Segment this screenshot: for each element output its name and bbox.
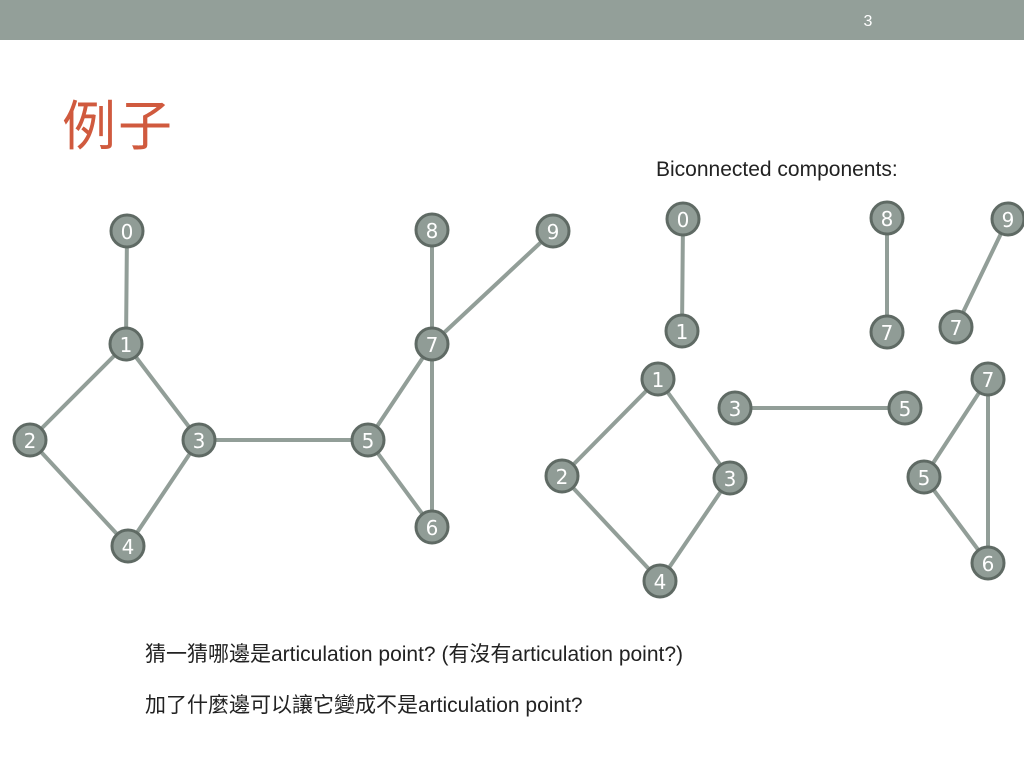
original-node-0: 0 xyxy=(109,213,145,249)
original-node-circle-3 xyxy=(181,422,217,458)
component-1-node-label-1: 1 xyxy=(676,320,689,344)
original-node-circle-9 xyxy=(535,213,571,249)
component-4-node-label-2: 2 xyxy=(556,465,569,489)
component-6-node-circle-7 xyxy=(970,361,1006,397)
original-node-circle-8 xyxy=(414,212,450,248)
question-2: 加了什麼邊可以讓它變成不是articulation point? xyxy=(145,694,583,717)
original-node-5: 5 xyxy=(350,422,386,458)
component-2-node-8: 8 xyxy=(869,200,905,236)
component-5-node-label-3: 3 xyxy=(729,397,742,421)
component-4-node-circle-2 xyxy=(544,458,580,494)
component-3-node-7: 7 xyxy=(938,309,974,345)
component-5-node-3: 3 xyxy=(717,390,753,426)
component-5-node-5: 5 xyxy=(887,390,923,426)
component-4-node-3: 3 xyxy=(712,460,748,496)
original-node-4: 4 xyxy=(110,528,146,564)
original-node-7: 7 xyxy=(414,326,450,362)
component-4-node-2: 2 xyxy=(544,458,580,494)
original-edge-5-6 xyxy=(366,438,434,529)
original-node-circle-6 xyxy=(414,509,450,545)
component-6-node-label-5: 5 xyxy=(918,466,931,490)
component-4-edge-3-4 xyxy=(658,476,732,583)
original-node-2: 2 xyxy=(12,422,48,458)
component-3-node-label-7: 7 xyxy=(950,316,963,340)
original-node-label-4: 4 xyxy=(122,535,135,559)
original-node-label-3: 3 xyxy=(193,429,206,453)
original-node-label-9: 9 xyxy=(547,220,560,244)
component-4-edge-1-3 xyxy=(656,377,732,480)
component-1-node-label-0: 0 xyxy=(677,208,690,232)
original-edge-3-4 xyxy=(126,438,201,548)
component-4-node-label-1: 1 xyxy=(652,368,665,392)
original-node-circle-4 xyxy=(110,528,146,564)
component-3-node-label-9: 9 xyxy=(1002,208,1015,232)
original-node-label-7: 7 xyxy=(426,333,439,357)
original-node-circle-1 xyxy=(108,326,144,362)
component-2-node-circle-8 xyxy=(869,200,905,236)
component-6-node-label-6: 6 xyxy=(982,552,995,576)
component-4-node-label-4: 4 xyxy=(654,570,667,594)
original-edge-1-2 xyxy=(28,342,128,442)
original-node-label-0: 0 xyxy=(121,220,134,244)
component-5-node-label-5: 5 xyxy=(899,397,912,421)
component-4-edge-2-4 xyxy=(560,474,662,583)
component-4-node-1: 1 xyxy=(640,361,676,397)
slide-title: 例子 xyxy=(62,97,174,157)
original-node-9: 9 xyxy=(535,213,571,249)
original-edge-2-4 xyxy=(28,438,130,548)
original-node-label-1: 1 xyxy=(120,333,133,357)
component-6-node-7: 7 xyxy=(970,361,1006,397)
component-3-node-9: 9 xyxy=(990,201,1024,237)
top-bar xyxy=(0,0,1024,40)
original-node-1: 1 xyxy=(108,326,144,362)
component-4-edge-1-2 xyxy=(560,377,660,478)
component-6-edge-7-5 xyxy=(922,377,990,479)
components-heading: Biconnected components: xyxy=(656,158,898,181)
component-3-node-circle-7 xyxy=(938,309,974,345)
original-node-8: 8 xyxy=(414,212,450,248)
component-4-node-circle-3 xyxy=(712,460,748,496)
original-node-circle-7 xyxy=(414,326,450,362)
component-3-node-circle-9 xyxy=(990,201,1024,237)
original-node-3: 3 xyxy=(181,422,217,458)
original-node-label-6: 6 xyxy=(426,516,439,540)
component-2-node-7: 7 xyxy=(869,314,905,350)
page-number: 3 xyxy=(863,13,873,30)
component-5-node-circle-5 xyxy=(887,390,923,426)
component-5-node-circle-3 xyxy=(717,390,753,426)
original-edge-5-7 xyxy=(366,342,434,442)
component-6-node-circle-5 xyxy=(906,459,942,495)
component-6-node-label-7: 7 xyxy=(982,368,995,392)
original-node-label-2: 2 xyxy=(24,429,37,453)
component-4-node-label-3: 3 xyxy=(724,467,737,491)
component-2-node-circle-7 xyxy=(869,314,905,350)
component-6-node-circle-6 xyxy=(970,545,1006,581)
original-edge-0-1 xyxy=(124,229,129,346)
component-6-node-5: 5 xyxy=(906,459,942,495)
original-node-circle-5 xyxy=(350,422,386,458)
original-node-circle-0 xyxy=(109,213,145,249)
original-node-label-5: 5 xyxy=(362,429,375,453)
component-6-node-6: 6 xyxy=(970,545,1006,581)
question-1: 猜一猜哪邊是articulation point? (有沒有articulati… xyxy=(145,643,684,666)
component-1-node-0: 0 xyxy=(665,201,701,237)
component-1-node-1: 1 xyxy=(664,313,700,349)
component-2-node-label-8: 8 xyxy=(881,207,894,231)
original-node-6: 6 xyxy=(414,509,450,545)
component-1-edge-0-1 xyxy=(680,217,685,333)
component-1-node-circle-0 xyxy=(665,201,701,237)
component-1-node-circle-1 xyxy=(664,313,700,349)
component-4-node-circle-4 xyxy=(642,563,678,599)
component-6-edge-5-6 xyxy=(922,475,990,565)
original-node-label-8: 8 xyxy=(426,219,439,243)
component-3-edge-9-7 xyxy=(954,217,1010,329)
original-node-circle-2 xyxy=(12,422,48,458)
component-2-node-label-7: 7 xyxy=(881,321,894,345)
component-4-node-circle-1 xyxy=(640,361,676,397)
component-4-node-4: 4 xyxy=(642,563,678,599)
original-edge-7-9 xyxy=(430,229,555,346)
original-edge-1-3 xyxy=(124,342,201,442)
